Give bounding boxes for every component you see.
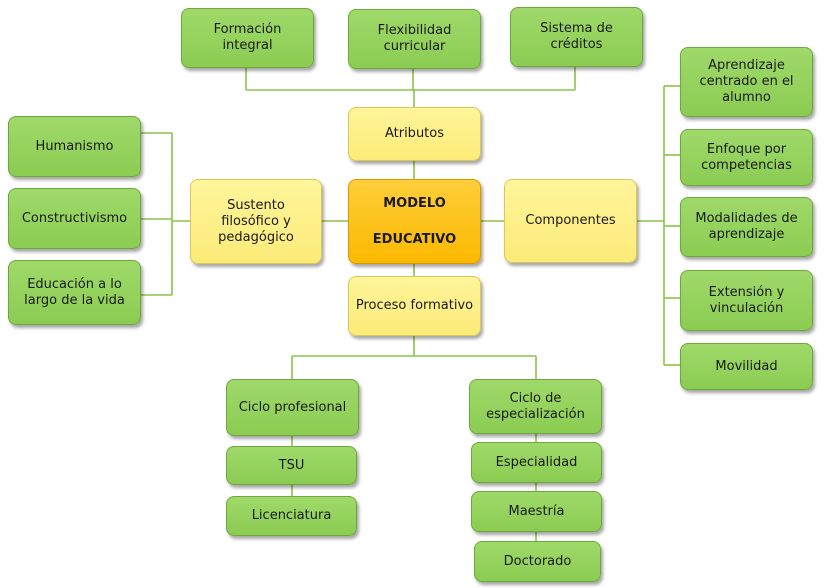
node-educacion-a-lo-largo-de-la-vida: Educación a lo largo de la vida [8, 260, 141, 325]
node-ciclo-de-especializacion: Ciclo de especialización [469, 379, 602, 434]
node-doctorado: Doctorado [474, 541, 601, 582]
node-movilidad: Movilidad [680, 343, 813, 390]
node-modelo-educativo: MODELO EDUCATIVO [348, 179, 481, 264]
node-maestria: Maestría [471, 491, 602, 532]
node-componentes: Componentes [504, 179, 637, 263]
node-tsu: TSU [226, 446, 357, 485]
node-atributos: Atributos [348, 107, 481, 161]
node-sistema-de-creditos: Sistema de créditos [510, 7, 643, 67]
node-modalidades-de-aprendizaje: Modalidades de aprendizaje [680, 197, 813, 257]
node-licenciatura: Licenciatura [226, 496, 357, 536]
node-sustento-filosofico: Sustento filosófico y pedagógico [190, 179, 322, 264]
node-formacion-integral: Formación integral [181, 8, 314, 68]
node-enfoque-por-competencias: Enfoque por competencias [680, 129, 813, 186]
node-aprendizaje-centrado: Aprendizaje centrado en el alumno [680, 47, 813, 117]
node-humanismo: Humanismo [8, 116, 141, 177]
node-extension-y-vinculacion: Extensión y vinculación [680, 270, 813, 331]
node-constructivismo: Constructivismo [8, 188, 141, 249]
node-especialidad: Especialidad [471, 442, 602, 483]
node-ciclo-profesional: Ciclo profesional [226, 379, 359, 436]
node-flexibilidad-curricular: Flexibilidad curricular [348, 9, 481, 69]
node-proceso-formativo: Proceso formativo [348, 276, 481, 336]
